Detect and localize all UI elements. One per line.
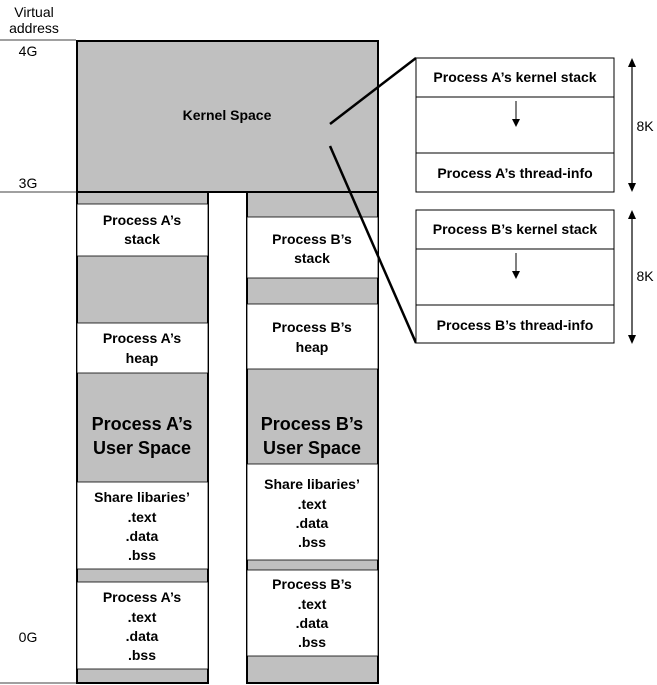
axis-title-line1: Virtual <box>14 4 53 20</box>
process-b-shlib-line3: .data <box>296 515 329 531</box>
process-a-shlib-line2: .text <box>128 509 157 525</box>
size-arrow-down-head-icon <box>628 183 636 192</box>
process-b-column: Process B’s stack Process B’s heap Proce… <box>246 191 379 684</box>
process-a-text-line3: .data <box>126 628 159 644</box>
process-b-shared-libraries <box>246 463 379 561</box>
process-a-text-line4: .bss <box>128 647 156 663</box>
connector-line-b <box>328 145 418 344</box>
process-b-text-segment <box>246 569 379 657</box>
process-b-shlib-line4: .bss <box>298 534 326 550</box>
tick-0g-label: 0G <box>19 629 38 645</box>
axis-title-line2: address <box>9 20 59 36</box>
grow-down-arrowhead-icon <box>512 119 520 127</box>
process-b-stack-line2: stack <box>294 250 330 266</box>
kernel-stack-b-bottom-label: Process B’s thread-info <box>437 317 594 333</box>
process-a-heap-line2: heap <box>126 350 159 366</box>
process-b-user-space-line2: User Space <box>263 438 361 458</box>
kernel-space-label: Kernel Space <box>183 107 272 123</box>
size-arrow-down-head-icon <box>628 335 636 344</box>
kernel-stack-a-top-label: Process A’s kernel stack <box>433 69 596 85</box>
process-b-text-line1: Process B’s <box>272 576 352 592</box>
size-arrow-up-head-icon <box>628 58 636 67</box>
process-b-heap <box>246 303 379 370</box>
process-b-stack <box>246 216 379 279</box>
kernel-stack-a-size: 8K <box>636 118 654 134</box>
process-b-stack-line1: Process B’s <box>272 231 352 247</box>
tick-3g-label: 3G <box>19 175 38 191</box>
process-a-heap <box>76 322 209 374</box>
grow-down-arrowhead-icon <box>512 271 520 279</box>
virtual-address-axis: Virtual address 4G 3G 0G <box>0 4 76 684</box>
kernel-space: Kernel Space <box>76 40 379 193</box>
process-b-text-line3: .data <box>296 615 329 631</box>
connector-line-a <box>329 57 417 125</box>
kernel-space-block <box>76 40 379 193</box>
kernel-stack-a-bottom-label: Process A’s thread-info <box>437 165 592 181</box>
process-b-text-line4: .bss <box>298 634 326 650</box>
process-a-shlib-line1: Share libaries’ <box>94 489 190 505</box>
process-a-stack-line2: stack <box>124 231 160 247</box>
process-b-user-space-line1: Process B’s <box>261 414 363 434</box>
process-a-shlib-line3: .data <box>126 528 159 544</box>
process-a-column: Process A’s stack Process A’s heap Proce… <box>76 191 209 684</box>
process-a-text-segment <box>76 581 209 670</box>
process-b-heap-line2: heap <box>296 339 329 355</box>
process-a-heap-line1: Process A’s <box>103 330 182 346</box>
tick-4g-label: 4G <box>19 43 38 59</box>
kernel-stack-b-size: 8K <box>636 268 654 284</box>
process-b-heap-line1: Process B’s <box>272 319 352 335</box>
process-a-shared-libraries <box>76 481 209 570</box>
kernel-stack-a: Process A’s kernel stack Process A’s thr… <box>415 57 654 193</box>
process-a-user-space-line2: User Space <box>93 438 191 458</box>
process-a-stack <box>76 203 209 257</box>
kernel-stack-b-top-label: Process B’s kernel stack <box>433 221 598 237</box>
process-a-text-line1: Process A’s <box>103 589 182 605</box>
process-b-shlib-line2: .text <box>298 496 327 512</box>
process-a-text-line2: .text <box>128 609 157 625</box>
size-arrow-up-head-icon <box>628 210 636 219</box>
process-a-shlib-line4: .bss <box>128 547 156 563</box>
process-b-text-line2: .text <box>298 596 327 612</box>
process-a-user-space-line1: Process A’s <box>92 414 193 434</box>
kernel-stack-b: Process B’s kernel stack Process B’s thr… <box>415 209 654 344</box>
process-a-stack-line1: Process A’s <box>103 212 182 228</box>
process-b-shlib-line1: Share libaries’ <box>264 476 360 492</box>
